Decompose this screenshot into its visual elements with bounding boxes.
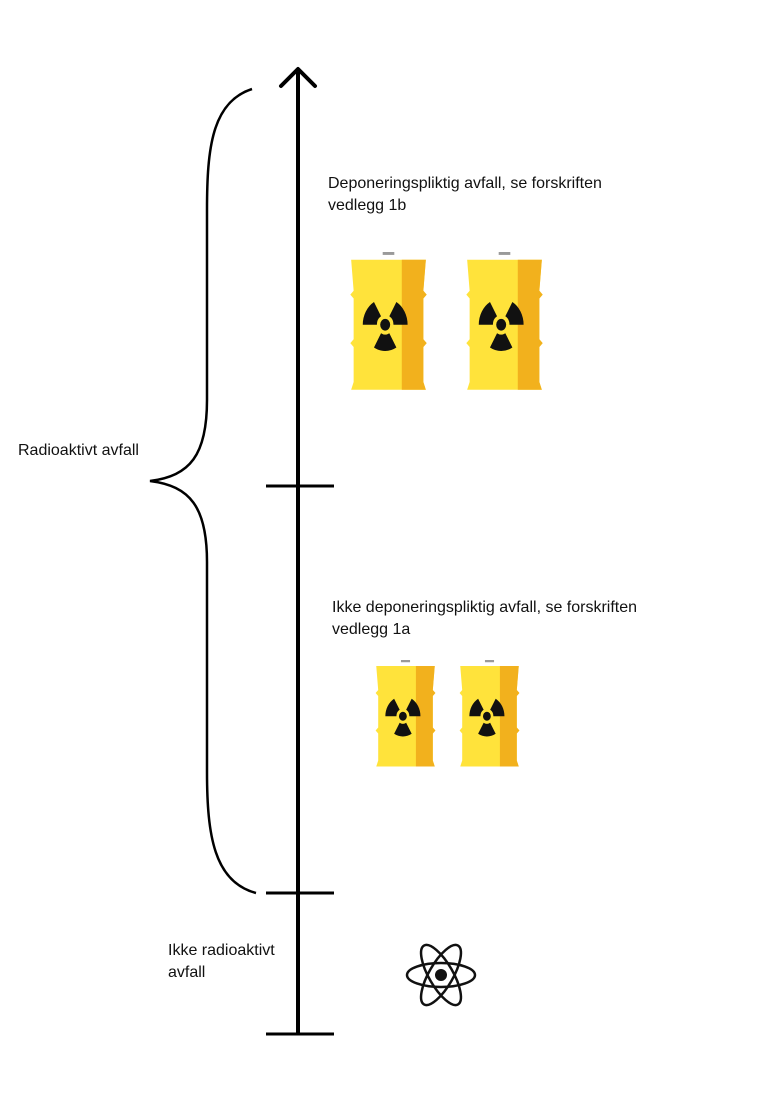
deposit-required-label: Deponeringspliktig avfall, se forskrifte… [328, 175, 602, 214]
radioactive-barrel-icon [459, 660, 520, 767]
radioactive-barrel-icon [350, 252, 427, 390]
atom-icon [405, 943, 477, 1007]
scale-axis [279, 67, 317, 1034]
radioactive-barrel-icon [466, 252, 543, 390]
radioactive-brace [149, 87, 257, 895]
radioactive-waste-label: Radioaktivt avfall [18, 442, 139, 459]
not-deposit-required-label: Ikke deponeringspliktig avfall, se forsk… [332, 599, 638, 638]
radioactive-barrel-icon [375, 660, 436, 767]
non-radioactive-waste-label: Ikke radioaktivt avfall [168, 942, 275, 981]
